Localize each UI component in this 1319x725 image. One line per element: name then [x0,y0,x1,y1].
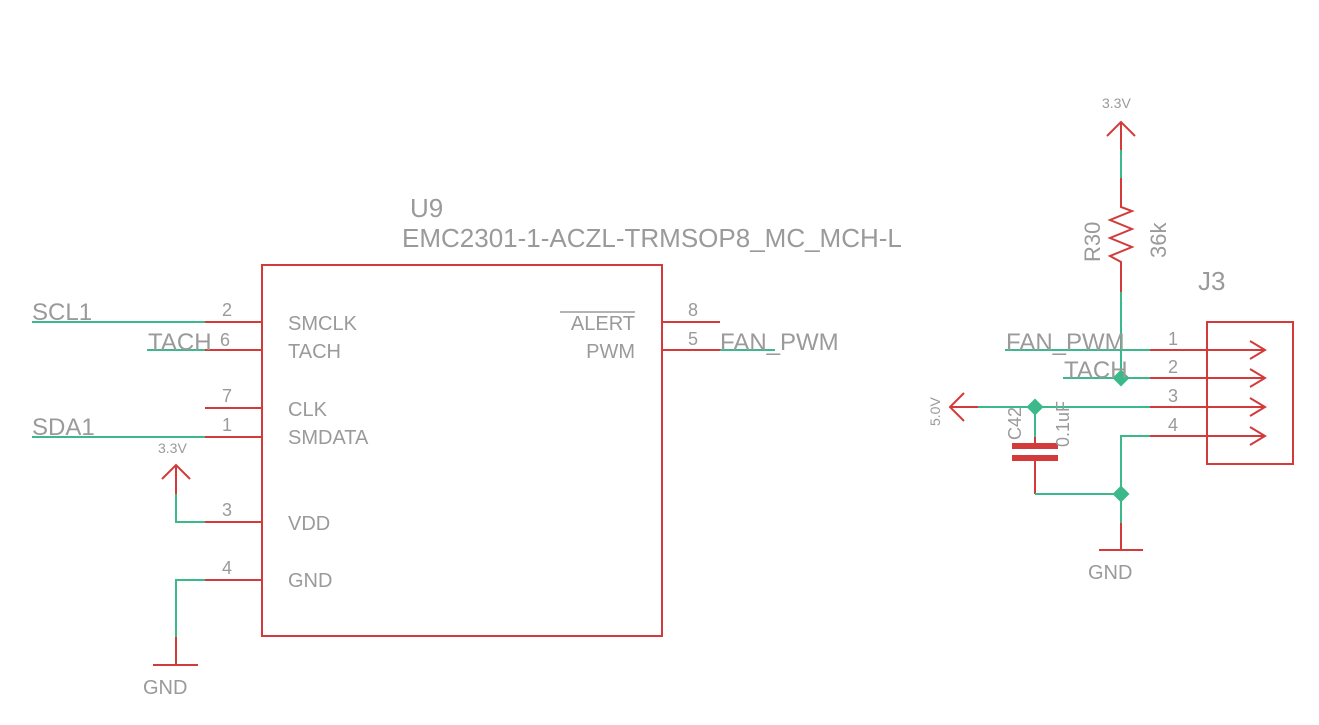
c42-name: C42 [1005,407,1025,440]
pin-label: GND [288,570,332,592]
r30-resistor[interactable]: 3.3V R30 36k [1080,95,1171,378]
supply-arrow-icon [161,463,191,480]
u9-pin-6[interactable]: 6 TACH TACH [147,329,341,363]
pin-label: CLK [288,399,328,421]
net-label-tach: TACH [1064,357,1128,384]
pin-number: 3 [1168,386,1178,406]
pin-number: 2 [222,300,232,320]
pin-label: SMCLK [288,313,358,335]
pin-number: 7 [222,386,232,406]
net-label-sda1: SDA1 [32,414,95,441]
pin-number: 6 [220,330,230,350]
pin-number: 1 [1168,329,1178,349]
ground-label: GND [143,677,187,699]
net-label-scl1: SCL1 [32,299,92,326]
pin-number: 8 [688,300,698,320]
supply-label: 3.3V [1102,95,1131,111]
supply-label: 5.0V [927,397,943,426]
u9-pin-8[interactable]: 8 ALERT [560,300,720,335]
pin-label: VDD [288,513,330,535]
r30-value: 36k [1146,222,1171,258]
net-label-fan-pwm: FAN_PWM [1006,329,1125,356]
pin-number: 3 [222,500,232,520]
net-label-fan-pwm: FAN_PWM [720,329,839,356]
pin-number: 5 [688,329,698,349]
pin-number: 4 [1168,415,1178,435]
junction-dots [1026,369,1130,503]
u9-body[interactable] [261,264,663,637]
pin-label: SMDATA [288,427,369,449]
u9-pin-4[interactable]: GND 4 GND [143,558,332,699]
pin-number: 2 [1168,357,1178,377]
pin-number: 4 [222,558,232,578]
j3-body[interactable] [1206,321,1294,465]
u9-value: EMC2301-1-ACZL-TRMSOP8_MC_MCH-L [402,223,902,253]
supply-label: 3.3V [158,440,187,456]
j3-pin-3[interactable]: 5.0V 3 [927,386,1267,426]
u9-pin-3[interactable]: 3.3V 3 VDD [158,440,330,535]
j3-name: J3 [1198,266,1225,296]
j3-pin-2[interactable]: 2 TACH [1063,357,1267,388]
j3-pin-4[interactable]: 4 GND [1088,415,1267,584]
u9-pin-1[interactable]: 1 SMDATA SDA1 [32,414,369,449]
pin-label: TACH [288,341,341,363]
pin-label: ALERT [571,313,635,335]
u9-pin-2[interactable]: 2 SMCLK SCL1 [32,299,358,335]
supply-arrow-icon [948,392,965,422]
pin-number: 1 [222,415,232,435]
pin-label: PWM [586,341,635,363]
ground-label: GND [1088,562,1132,584]
j3-pin-1[interactable]: 1 FAN_PWM [1005,329,1267,360]
supply-arrow-icon [1106,120,1136,137]
r30-name: R30 [1080,222,1105,262]
c42-capacitor[interactable]: C42 0.1uF [1005,401,1121,495]
c42-value: 0.1uF [1053,401,1073,447]
u9-name: U9 [410,193,443,223]
u9-pin-7[interactable]: 7 CLK [205,386,328,421]
net-label-tach: TACH [148,329,212,356]
u9-pin-5[interactable]: 5 PWM FAN_PWM [586,329,839,363]
